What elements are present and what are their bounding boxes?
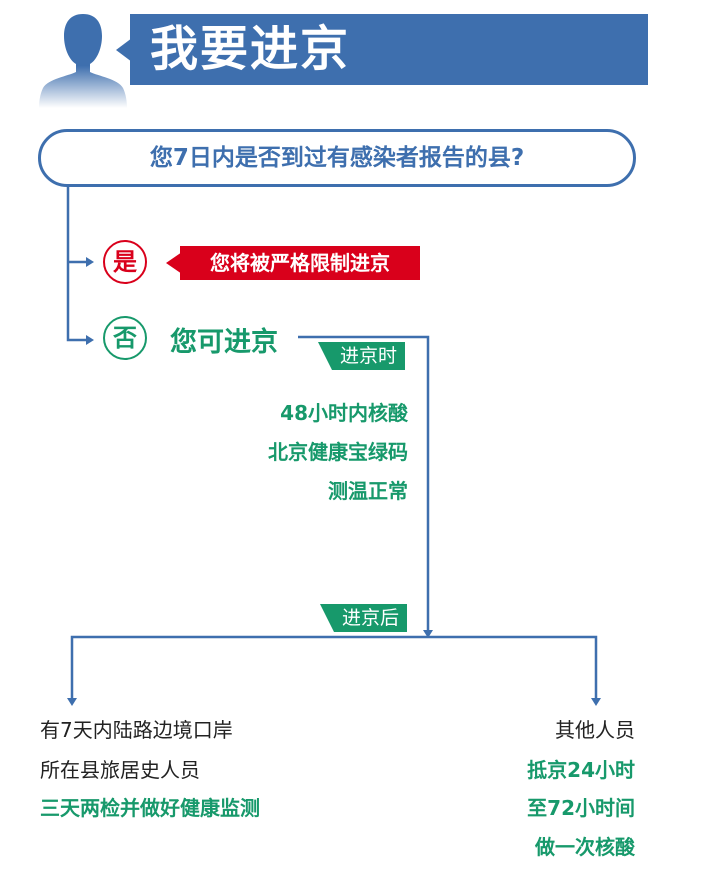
question-text: 您7日内是否到过有感染者报告的县?: [149, 145, 525, 171]
requirement-3: 测温正常: [328, 479, 408, 503]
right-action-3: 做一次核酸: [535, 835, 635, 859]
left-group-line-1: 有7天内陆路边境口岸: [40, 718, 233, 742]
no-result: 您可进京: [170, 327, 278, 358]
red-pointer: [166, 252, 182, 274]
question-box: [38, 129, 636, 187]
requirement-2: 北京健康宝绿码: [268, 440, 408, 464]
yes-result: 您将被严格限制进京: [180, 246, 420, 280]
on-entry-tag: 进京时: [318, 342, 406, 370]
left-group-action: 三天两检并做好健康监测: [40, 796, 260, 820]
right-group-label: 其他人员: [555, 718, 635, 742]
right-action-1: 抵京24小时: [527, 758, 635, 782]
left-group-line-2: 所在县旅居史人员: [40, 758, 200, 782]
title-banner: [130, 14, 648, 85]
banner-pointer: [116, 38, 132, 62]
after-entry-tag: 进京后: [320, 604, 408, 632]
page-title: 我要进京: [150, 21, 351, 77]
person-silhouette-icon: [39, 14, 127, 108]
requirement-1: 48小时内核酸: [280, 401, 408, 425]
no-badge: 否: [103, 316, 147, 360]
right-action-2: 至72小时间: [527, 796, 635, 820]
yes-badge: 是: [103, 240, 147, 284]
